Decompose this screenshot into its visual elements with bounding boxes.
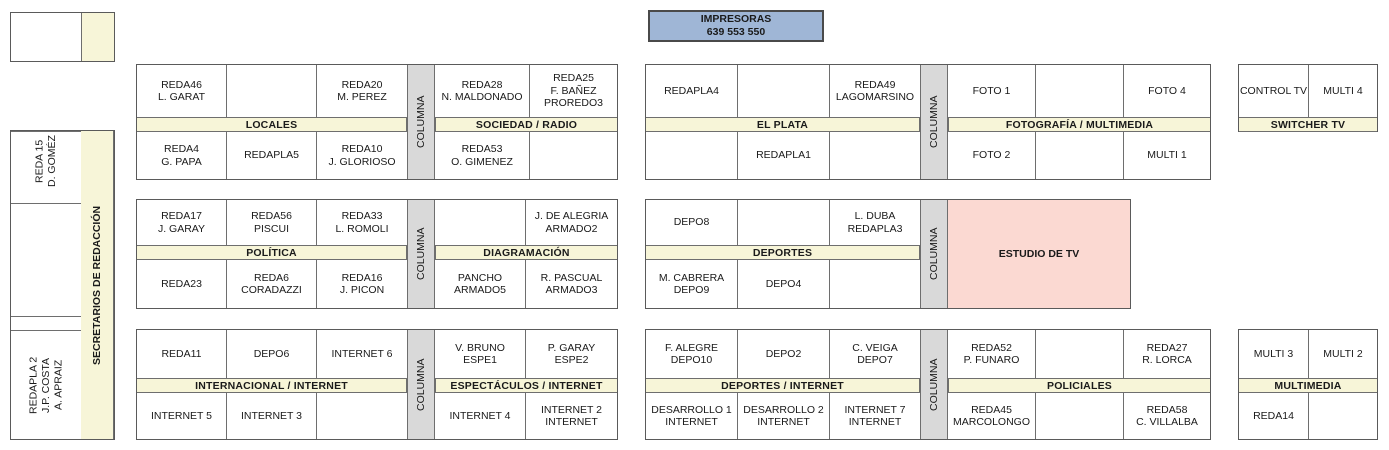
cell-rpascual[interactable]: R. PASCUAL ARMADO3 bbox=[526, 260, 617, 308]
band-espectaculos-internet: ESPECTÁCULOS / INTERNET bbox=[435, 378, 617, 393]
column-strip-deportes: COLUMNA bbox=[920, 200, 948, 308]
column-strip-elplata: COLUMNA bbox=[920, 65, 948, 179]
band-multimedia: MULTIMEDIA bbox=[1239, 378, 1377, 393]
cell-elplata-t2[interactable] bbox=[738, 65, 830, 117]
cell-foto-t2[interactable] bbox=[1036, 65, 1124, 117]
left-rail-label: SECRETARIOS DE REDACCIÓN bbox=[81, 131, 114, 439]
cell-foto1[interactable]: FOTO 1 bbox=[948, 65, 1036, 117]
printers-box[interactable]: IMPRESORAS 639 553 550 bbox=[648, 10, 824, 42]
cell-reda52[interactable]: REDA52 P. FUNARO bbox=[948, 330, 1036, 378]
cell-depo2[interactable]: DEPO2 bbox=[738, 330, 830, 378]
cell-internet3[interactable]: INTERNET 3 bbox=[227, 393, 317, 439]
band-el-plata: EL PLATA bbox=[646, 117, 920, 132]
cell-internacional-b3[interactable] bbox=[317, 393, 407, 439]
column-strip-internacional: COLUMNA bbox=[407, 330, 435, 439]
cell-reda14[interactable]: REDA14 bbox=[1239, 393, 1309, 439]
cell-multi1[interactable]: MULTI 1 bbox=[1124, 132, 1210, 179]
cell-reda10[interactable]: REDA10 J. GLORIOSO bbox=[317, 132, 407, 179]
cell-reda16[interactable]: REDA16 J. PICON bbox=[317, 260, 407, 308]
cell-policiales-b2[interactable] bbox=[1036, 393, 1124, 439]
band-policiales: POLICIALES bbox=[948, 378, 1210, 393]
rail-cell-2[interactable] bbox=[11, 190, 81, 204]
cell-control-tv[interactable]: CONTROL TV bbox=[1239, 65, 1309, 117]
cell-reda49[interactable]: REDA49 LAGOMARSINO bbox=[830, 65, 920, 117]
cell-foto4[interactable]: FOTO 4 bbox=[1124, 65, 1210, 117]
cell-reda56[interactable]: REDA56 PISCUI bbox=[227, 200, 317, 245]
band-deportes: DEPORTES bbox=[646, 245, 920, 260]
rail-cell-reda15[interactable]: REDA 15 D. GOMÉZ bbox=[11, 131, 81, 190]
cell-depo6[interactable]: DEPO6 bbox=[227, 330, 317, 378]
cell-elplata-b1[interactable] bbox=[646, 132, 738, 179]
cell-desarrollo1[interactable]: DESARROLLO 1 INTERNET bbox=[646, 393, 738, 439]
cell-deportes-b3[interactable] bbox=[830, 260, 920, 308]
cell-vbruno[interactable]: V. BRUNO ESPE1 bbox=[435, 330, 526, 378]
cell-reda45[interactable]: REDA45 MARCOLONGO bbox=[948, 393, 1036, 439]
cell-foto2[interactable]: FOTO 2 bbox=[948, 132, 1036, 179]
band-sociedad-radio: SOCIEDAD / RADIO bbox=[435, 117, 617, 132]
printers-title: IMPRESORAS bbox=[700, 13, 772, 25]
cell-dealegria[interactable]: J. DE ALEGRIA ARMADO2 bbox=[526, 200, 617, 245]
band-internacional-internet: INTERNACIONAL / INTERNET bbox=[137, 378, 407, 393]
cell-redapla4[interactable]: REDAPLA4 bbox=[646, 65, 738, 117]
cell-desarrollo2[interactable]: DESARROLLO 2 INTERNET bbox=[738, 393, 830, 439]
band-fotografia-multimedia: FOTOGRAFÍA / MULTIMEDIA bbox=[948, 117, 1210, 132]
cell-multi3[interactable]: MULTI 3 bbox=[1239, 330, 1309, 378]
cell-reda58[interactable]: REDA58 C. VILLALBA bbox=[1124, 393, 1210, 439]
cell-falegre[interactable]: F. ALEGRE DEPO10 bbox=[646, 330, 738, 378]
cell-internet6[interactable]: INTERNET 6 bbox=[317, 330, 407, 378]
cell-lduba[interactable]: L. DUBA REDAPLA3 bbox=[830, 200, 920, 245]
cell-internet7[interactable]: INTERNET 7 INTERNET bbox=[830, 393, 920, 439]
band-switcher-tv: SWITCHER TV bbox=[1239, 117, 1377, 132]
column-strip-policiales: COLUMNA bbox=[920, 330, 948, 439]
cell-reda4[interactable]: REDA4 G. PAPA bbox=[137, 132, 227, 179]
cell-mcabrera[interactable]: M. CABRERA DEPO9 bbox=[646, 260, 738, 308]
column-strip-politica: COLUMNA bbox=[407, 200, 435, 308]
cell-sociedad-b2[interactable] bbox=[530, 132, 617, 179]
estudio-de-tv[interactable]: ESTUDIO DE TV bbox=[948, 200, 1130, 308]
rail-cell-4[interactable] bbox=[11, 317, 81, 331]
cell-foto-b2[interactable] bbox=[1036, 132, 1124, 179]
cell-diagramacion-t1[interactable] bbox=[435, 200, 526, 245]
cell-reda6[interactable]: REDA6 CORADAZZI bbox=[227, 260, 317, 308]
cell-reda28[interactable]: REDA28 N. MALDONADO bbox=[435, 65, 530, 117]
cell-reda27[interactable]: REDA27 R. LORCA bbox=[1124, 330, 1210, 378]
printers-numbers: 639 553 550 bbox=[706, 26, 766, 38]
cell-reda46[interactable]: REDA46 L. GARAT bbox=[137, 65, 227, 117]
cell-depo4[interactable]: DEPO4 bbox=[738, 260, 830, 308]
band-politica: POLÍTICA bbox=[137, 245, 407, 260]
cell-multimedia-b2[interactable] bbox=[1309, 393, 1377, 439]
cell-reda20[interactable]: REDA20 M. PEREZ bbox=[317, 65, 407, 117]
cell-internet2[interactable]: INTERNET 2 INTERNET bbox=[526, 393, 617, 439]
top-left-empty-cell[interactable] bbox=[11, 13, 81, 61]
rail-cell-3[interactable] bbox=[11, 204, 81, 317]
cell-elplata-b3[interactable] bbox=[830, 132, 920, 179]
cell-cveiga[interactable]: C. VEIGA DEPO7 bbox=[830, 330, 920, 378]
cell-multi4[interactable]: MULTI 4 bbox=[1309, 65, 1377, 117]
cell-pancho[interactable]: PANCHO ARMADO5 bbox=[435, 260, 526, 308]
cell-depo8[interactable]: DEPO8 bbox=[646, 200, 738, 245]
cell-reda11[interactable]: REDA11 bbox=[137, 330, 227, 378]
cell-multi2[interactable]: MULTI 2 bbox=[1309, 330, 1377, 378]
cell-locales-t2[interactable] bbox=[227, 65, 317, 117]
cell-reda33[interactable]: REDA33 L. ROMOLI bbox=[317, 200, 407, 245]
cell-reda25[interactable]: REDA25 F. BAÑEZ PROREDO3 bbox=[530, 65, 617, 117]
band-deportes-internet: DEPORTES / INTERNET bbox=[646, 378, 920, 393]
band-locales: LOCALES bbox=[137, 117, 407, 132]
column-strip-locales: COLUMNA bbox=[407, 65, 435, 179]
cell-pgaray[interactable]: P. GARAY ESPE2 bbox=[526, 330, 617, 378]
cell-redapla1[interactable]: REDAPLA1 bbox=[738, 132, 830, 179]
band-diagramacion: DIAGRAMACIÓN bbox=[435, 245, 617, 260]
cell-policiales-t2[interactable] bbox=[1036, 330, 1124, 378]
cell-reda53[interactable]: REDA53 O. GIMENEZ bbox=[435, 132, 530, 179]
cell-reda23[interactable]: REDA23 bbox=[137, 260, 227, 308]
rail-cell-redapla2[interactable]: REDAPLA 2 J.P. COSTA A. APRAIZ bbox=[11, 331, 81, 439]
cell-internet4[interactable]: INTERNET 4 bbox=[435, 393, 526, 439]
cell-internet5[interactable]: INTERNET 5 bbox=[137, 393, 227, 439]
cell-deportes-t2[interactable] bbox=[738, 200, 830, 245]
top-left-rail-strip[interactable] bbox=[81, 13, 114, 61]
cell-redapla5[interactable]: REDAPLA5 bbox=[227, 132, 317, 179]
cell-reda17[interactable]: REDA17 J. GARAY bbox=[137, 200, 227, 245]
